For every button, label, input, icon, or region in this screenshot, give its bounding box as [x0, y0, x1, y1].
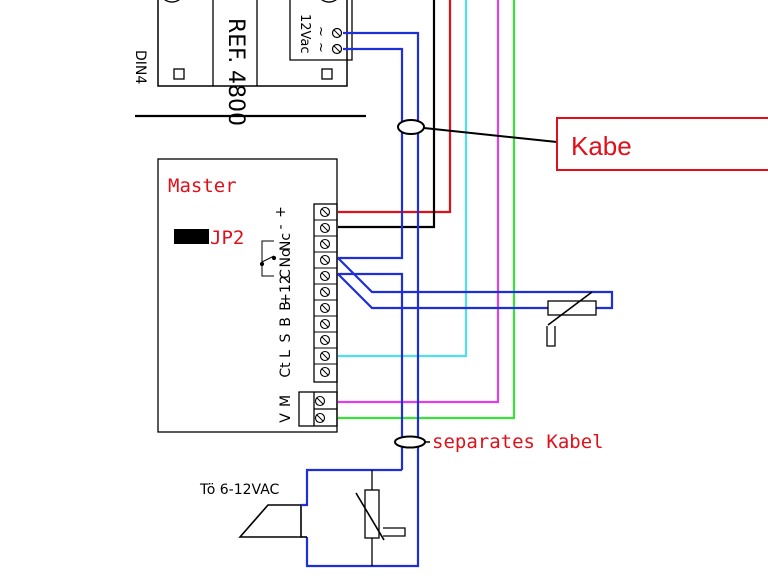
- master-module: Master JP2 + - Nc No C +12 B B S L Ct: [157, 158, 338, 433]
- terminal-screw: [319, 318, 331, 330]
- terminal-screw: [319, 366, 331, 378]
- mount-hole: [321, 68, 333, 80]
- terminal-screw: [331, 43, 343, 55]
- terminal-label: V: [278, 413, 294, 423]
- separate-cable-label: separates Kabel: [432, 431, 604, 453]
- terminal-label: B: [278, 317, 294, 327]
- terminal-screw: [319, 206, 331, 218]
- wire-black: [338, 0, 436, 229]
- door-opener-label: Tö 6-12VAC: [199, 482, 280, 498]
- terminal-screw: [331, 27, 343, 39]
- terminal-label: S: [278, 333, 294, 342]
- wire-blue-bell: [337, 257, 614, 310]
- terminal-screw: [319, 270, 331, 282]
- terminal-screw: [319, 222, 331, 234]
- cable-callout-box: [556, 117, 768, 171]
- wire-blue-ac1: [305, 31, 420, 568]
- cable-bundle-marker: [397, 119, 425, 135]
- separate-cable-marker: [394, 435, 426, 449]
- terminal-screw: [314, 412, 326, 424]
- wire-blue-c: [338, 272, 404, 470]
- cable-callout-label: Kabe: [571, 131, 632, 161]
- terminal-screws: [314, 206, 337, 378]
- jumper-jp2: [174, 229, 209, 244]
- transformer-ref-number: 4800: [223, 70, 248, 126]
- transformer: REF. 4800 12Vac ~ ~ DIN4: [132, 0, 353, 126]
- transformer-voltage-label: 12Vac: [297, 14, 312, 54]
- wire-red: [338, 0, 452, 214]
- ac-symbol: ~: [313, 42, 328, 53]
- terminal-label: -: [273, 224, 289, 229]
- mount-hole: [173, 68, 185, 80]
- terminal-label: +12: [278, 275, 294, 305]
- terminal-screw: [319, 334, 331, 346]
- terminal-label: C: [278, 269, 294, 279]
- terminal-label: L: [278, 350, 294, 358]
- terminal-strip: [313, 203, 338, 383]
- wires: [305, 0, 614, 568]
- terminal-label: No: [278, 248, 294, 267]
- terminal-screw: [319, 302, 331, 314]
- terminal-label: M: [278, 395, 294, 407]
- transformer-ref-label: REF.: [223, 18, 248, 63]
- wire-blue-ac2: [338, 47, 404, 260]
- ac-symbol: ~: [313, 26, 328, 37]
- terminal-label: Nc: [278, 233, 294, 251]
- wire-cyan: [338, 0, 468, 358]
- bell-button: [546, 291, 597, 347]
- terminal-label: +: [273, 206, 289, 218]
- callout-leader: [423, 127, 558, 143]
- master-title: Master: [168, 175, 237, 197]
- transformer-model-label: DIN4: [132, 50, 148, 84]
- door-push-button: [355, 470, 406, 566]
- terminal-screw: [319, 238, 331, 250]
- terminal-screw: [319, 254, 331, 266]
- terminal-screw: [314, 395, 326, 407]
- wire-magenta: [338, 0, 500, 404]
- terminal-screw: [319, 286, 331, 298]
- door-opener: Tö 6-12VAC: [199, 468, 402, 538]
- jumper-label: JP2: [210, 227, 244, 249]
- terminal-label: Ct: [278, 362, 294, 378]
- terminal-screw: [319, 350, 331, 362]
- relay-symbol: [259, 240, 277, 277]
- terminal-label: B: [278, 301, 294, 311]
